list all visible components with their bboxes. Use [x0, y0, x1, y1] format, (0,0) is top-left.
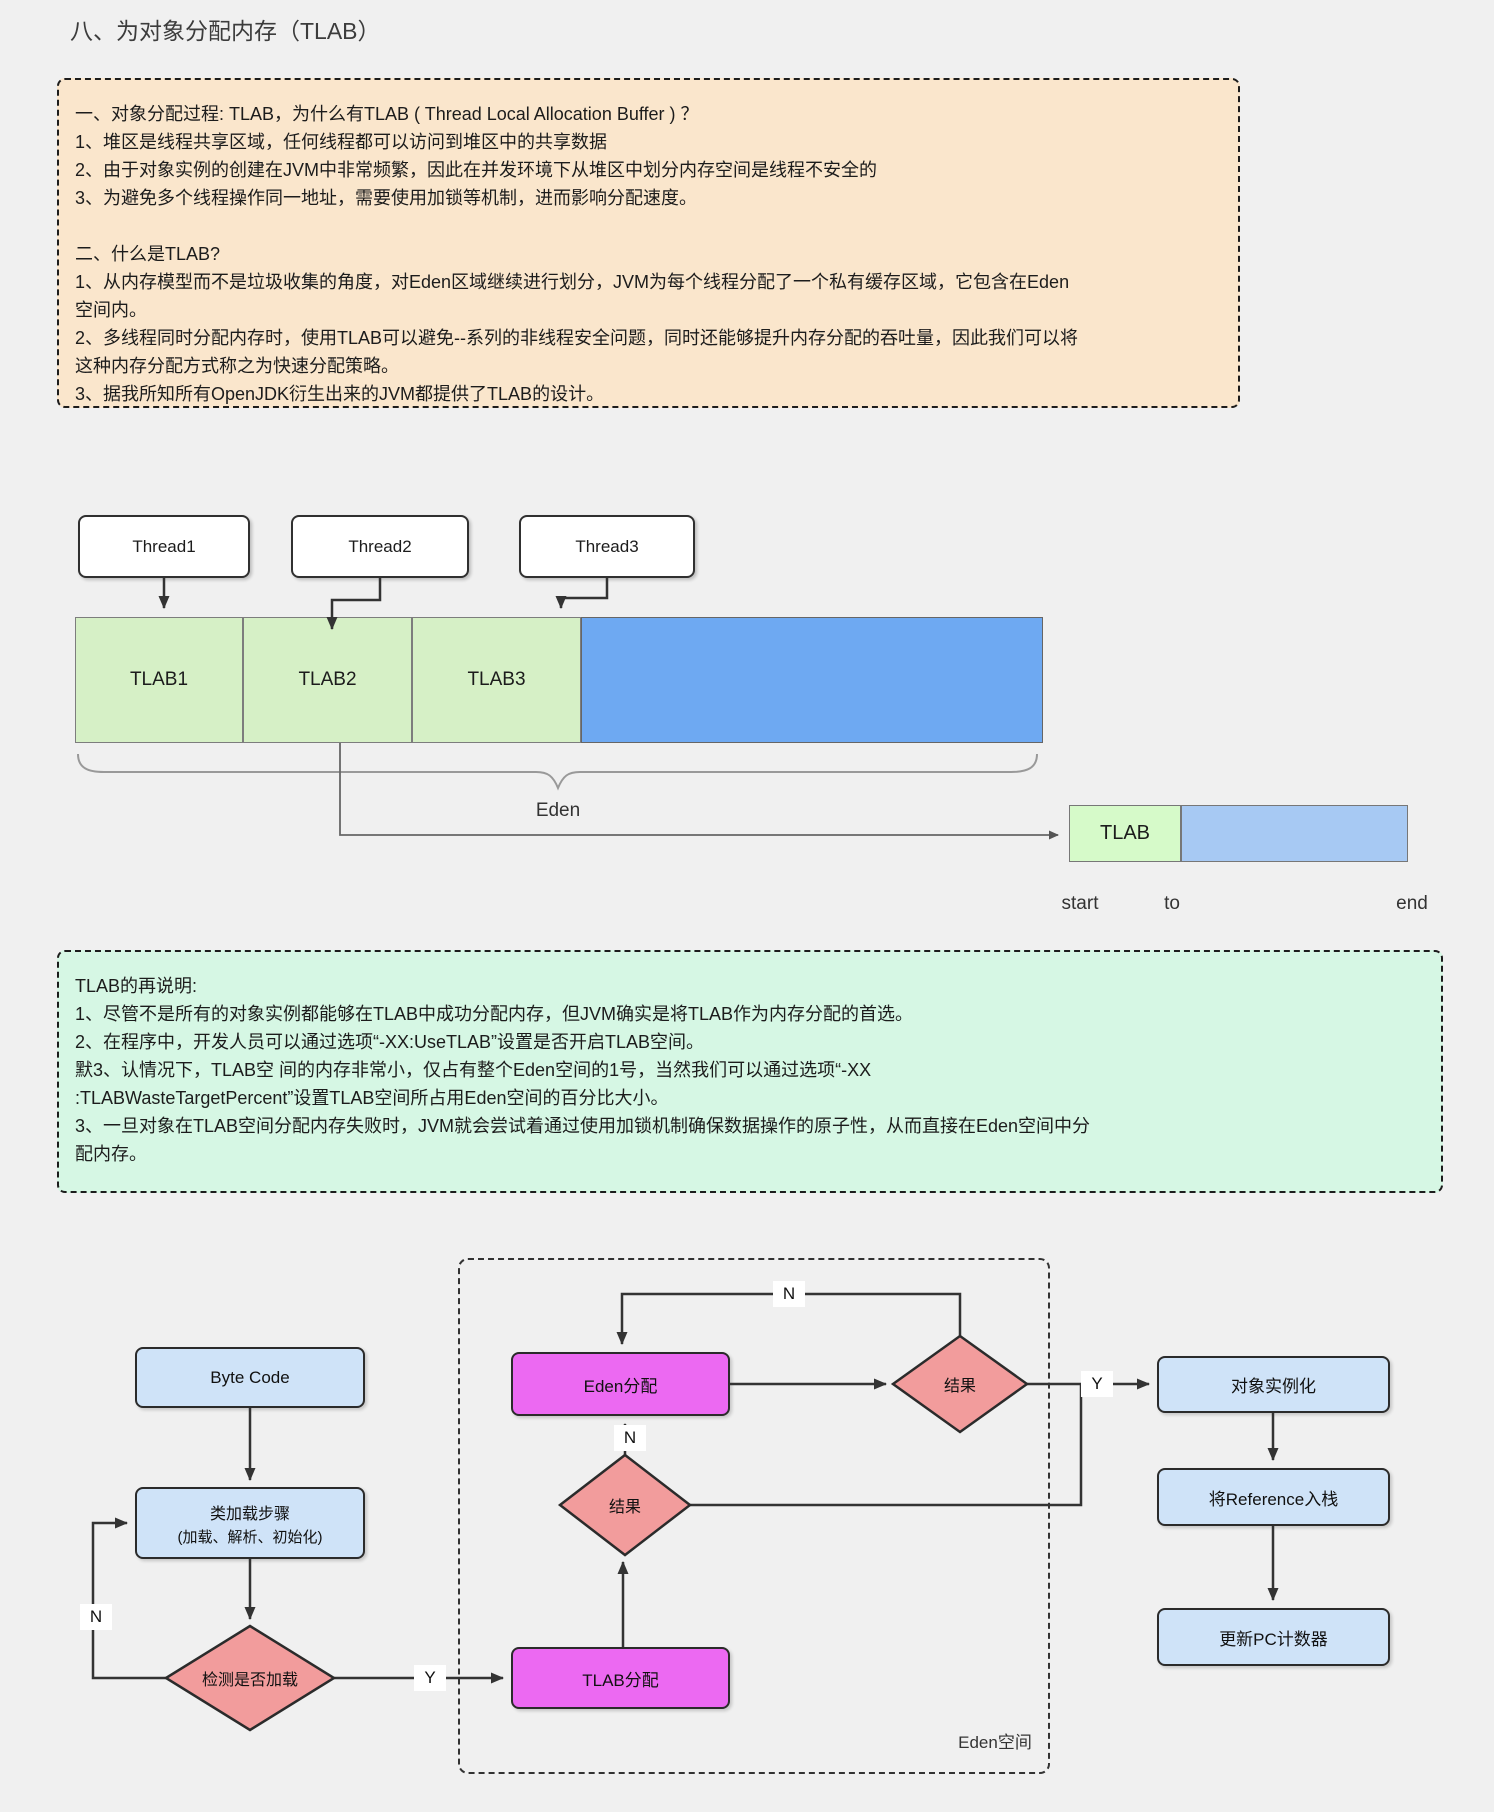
thread1-label: Thread1	[132, 536, 196, 556]
note-line: 3、据我所知所有OpenJDK衍生出来的JVM都提供了TLAB的设计。	[75, 384, 605, 404]
class-load-box: 类加载步骤 (加载、解析、初始化)	[135, 1487, 365, 1559]
note-line: 3、一旦对象在TLAB空间分配内存失败时，JVM就会尝试着通过使用加锁机制确保数…	[75, 1116, 1091, 1136]
update-pc-box: 更新PC计数器	[1157, 1608, 1390, 1666]
tlab1-cell: TLAB1	[75, 617, 243, 743]
thread3-label: Thread3	[575, 536, 639, 556]
tlab2-label: TLAB2	[298, 669, 357, 690]
eden-brace-label: Eden	[535, 800, 581, 821]
class-load-sublabel: (加载、解析、初始化)	[177, 1528, 323, 1546]
byte-code-label: Byte Code	[210, 1367, 290, 1387]
thread2-box: Thread2	[291, 515, 469, 578]
thread3-box: Thread3	[519, 515, 695, 578]
note-line: 默3、认情况下，TLAB空 间的内存非常小，仅占有整个Eden空间的1号，当然我…	[75, 1060, 872, 1080]
note-line: 一、对象分配过程: TLAB，为什么有TLAB ( Thread Local A…	[75, 104, 699, 124]
eden-brace	[77, 753, 1038, 791]
class-load-label: 类加载步骤	[209, 1505, 290, 1523]
note-line: 1、从内存模型而不是垃圾收集的角度，对Eden区域继续进行划分，JVM为每个线程…	[75, 272, 1070, 292]
branch-y-left-label: Y	[414, 1665, 446, 1691]
eden-alloc-box: Eden分配	[511, 1352, 730, 1416]
tlab-alloc-box: TLAB分配	[511, 1647, 730, 1709]
eden-space-label: Eden空间	[958, 1733, 1032, 1752]
tlab3-label: TLAB3	[467, 669, 526, 690]
note-line: TLAB的再说明:	[75, 976, 198, 996]
note-line: 1、尽管不是所有的对象实例都能够在TLAB中成功分配内存，但JVM确实是将TLA…	[75, 1004, 914, 1024]
arrow-tlab2-mini-tlab	[339, 743, 1059, 840]
end-label: end	[1396, 893, 1428, 914]
eden-alloc-label: Eden分配	[583, 1376, 658, 1396]
check-loaded-label: 检测是否加载	[201, 1672, 298, 1689]
eden-free-cell	[581, 617, 1043, 743]
note-line: 2、由于对象实例的创建在JVM中非常频繁，因此在并发环境下从堆区中划分内存空间是…	[75, 160, 878, 180]
note-line: 二、什么是TLAB?	[75, 244, 221, 264]
mini-tlab-label: TLAB	[1099, 822, 1151, 844]
eden-space-zone	[458, 1258, 1050, 1774]
thread2-label: Thread2	[348, 536, 412, 556]
note-line: 空间内。	[75, 300, 147, 320]
object-instantiate-box: 对象实例化	[1157, 1356, 1390, 1413]
note-line: 1、堆区是线程共享区域，任何线程都可以访问到堆区中的共享数据	[75, 132, 608, 152]
push-reference-box: 将Reference入栈	[1157, 1468, 1390, 1526]
start-label: start	[1061, 893, 1099, 914]
branch-n-mid-label: N	[614, 1425, 646, 1451]
page-title: 八、为对象分配内存（TLAB）	[70, 18, 381, 44]
mini-free-cell	[1181, 805, 1408, 862]
byte-code-box: Byte Code	[135, 1347, 365, 1408]
result-lower-label: 结果	[608, 1499, 641, 1516]
note-line	[75, 212, 1222, 240]
tlab2-cell: TLAB2	[243, 617, 412, 743]
note-box-tlab-more: TLAB的再说明: 1、尽管不是所有的对象实例都能够在TLAB中成功分配内存，但…	[57, 950, 1443, 1193]
tlab-alloc-label: TLAB分配	[582, 1670, 659, 1690]
branch-n-top-label: N	[773, 1281, 805, 1307]
note-box-tlab-why: 一、对象分配过程: TLAB，为什么有TLAB ( Thread Local A…	[57, 78, 1240, 408]
push-reference-label: 将Reference入栈	[1208, 1489, 1339, 1509]
note-line: :TLABWasteTargetPercent”设置TLAB空间所占用Eden空…	[75, 1088, 669, 1108]
object-instantiate-label: 对象实例化	[1231, 1377, 1316, 1396]
arrow-thread3-tlab3	[555, 578, 609, 609]
result-upper-label: 结果	[943, 1378, 976, 1395]
branch-y-right-label: Y	[1081, 1371, 1113, 1397]
note-line: 2、在程序中，开发人员可以通过选项“-XX:UseTLAB”设置是否开启TLAB…	[75, 1032, 705, 1052]
tlab1-label: TLAB1	[129, 669, 189, 690]
thread1-box: Thread1	[78, 515, 250, 578]
note-line: 配内存。	[75, 1144, 147, 1164]
note-line: 2、多线程同时分配内存时，使用TLAB可以避免--系列的非线程安全问题，同时还能…	[75, 328, 1079, 348]
tlab3-cell: TLAB3	[412, 617, 581, 743]
update-pc-label: 更新PC计数器	[1219, 1629, 1328, 1649]
to-label: to	[1164, 893, 1180, 914]
mini-tlab-cell: TLAB	[1069, 805, 1181, 862]
note-line: 3、为避免多个线程操作同一地址，需要使用加锁等机制，进而影响分配速度。	[75, 188, 698, 208]
note-line: 这种内存分配方式称之为快速分配策略。	[75, 356, 399, 376]
branch-n-left-label: N	[80, 1604, 112, 1630]
